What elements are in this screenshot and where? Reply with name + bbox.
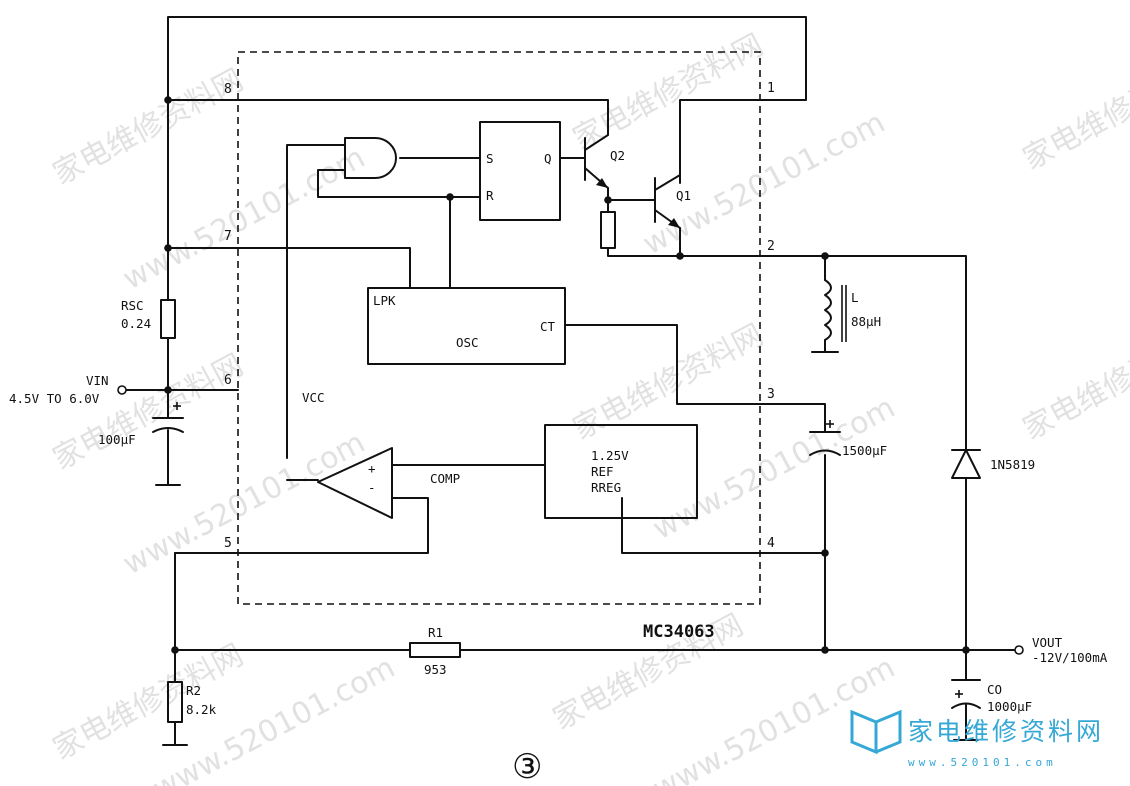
figure-number: ③	[512, 747, 542, 786]
timing-capacitor	[809, 420, 841, 456]
pin-8-label: 8	[224, 82, 232, 97]
pin-6-label: 6	[224, 373, 232, 388]
reference-block	[544, 424, 698, 519]
inductor-name: L	[851, 290, 859, 305]
r2-resistor	[167, 681, 183, 723]
q2-label: Q2	[610, 148, 625, 163]
pin-2-label: 2	[767, 239, 775, 254]
input-capacitor	[152, 402, 184, 486]
vout-name: VOUT	[1032, 635, 1063, 650]
co-name: CO	[987, 682, 1002, 697]
watermark-cn: 家电维修资料网	[1017, 48, 1130, 177]
latch-r-label: R	[486, 188, 494, 203]
r2-name: R2	[186, 683, 201, 698]
pin-7-label: 7	[224, 229, 232, 244]
osc-ipk-label: LPK	[373, 293, 396, 308]
rreg-label: RREG	[591, 480, 621, 495]
vout-value: -12V/100mA	[1032, 650, 1108, 665]
cin-value: 100µF	[98, 432, 136, 447]
watermark-url: www.520101.com	[117, 140, 371, 297]
sr-latch	[479, 121, 561, 221]
watermark-url: www.520101.com	[647, 390, 901, 547]
watermark-layer: 家电维修资料网 www.520101.com 家电维修资料网 www.52010…	[47, 28, 1130, 786]
q2-transistor	[584, 134, 609, 189]
comp-minus-label: -	[368, 480, 376, 495]
vin-range: 4.5V TO 6.0V	[9, 391, 100, 406]
q1-transistor	[654, 174, 681, 229]
comp-label: COMP	[430, 471, 460, 486]
r2-value: 8.2k	[186, 702, 217, 717]
wiring	[125, 16, 1015, 746]
logo-text: 家电维修资料网	[908, 717, 1104, 746]
vin-terminal	[117, 385, 127, 395]
osc-label: OSC	[456, 335, 479, 350]
ct-value: 1500µF	[842, 443, 887, 458]
r1-name: R1	[428, 625, 443, 640]
watermark-url: www.520101.com	[117, 425, 371, 582]
output-capacitor	[951, 679, 981, 741]
junction-dots	[164, 96, 970, 654]
watermark-cn: 家电维修资料网	[47, 63, 249, 192]
book-icon	[850, 709, 902, 755]
ref-voltage-label: 1.25V	[591, 448, 629, 463]
watermark-cn: 家电维修资料网	[1017, 318, 1130, 447]
pin-1-label: 1	[767, 81, 775, 96]
latch-q-label: Q	[544, 151, 552, 166]
vcc-label: VCC	[302, 390, 325, 405]
rsc-resistor	[160, 299, 176, 339]
pin-5-label: 5	[224, 536, 232, 551]
latch-s-label: S	[486, 151, 494, 166]
chip-outline	[237, 51, 761, 605]
oscillator-block	[367, 287, 566, 365]
q1-label: Q1	[676, 188, 691, 203]
osc-ct-label: CT	[540, 319, 556, 334]
pin-3-label: 3	[767, 387, 775, 402]
co-value: 1000µF	[987, 699, 1032, 714]
inductor-value: 88µH	[851, 314, 881, 329]
r1-resistor	[409, 642, 461, 658]
watermark-cn: 家电维修资料网	[567, 318, 769, 447]
logo-url: www.520101.com	[908, 756, 1057, 769]
pin-4-label: 4	[767, 536, 775, 551]
watermark-cn: 家电维修资料网	[567, 28, 769, 157]
r1-value: 953	[424, 662, 447, 677]
comp-plus-label: +	[368, 461, 376, 476]
diode	[951, 449, 981, 479]
and-gate	[344, 137, 397, 179]
chip-name: MC34063	[643, 622, 715, 642]
site-logo: 家电维修资料网 www.520101.com	[850, 709, 1104, 769]
vout-terminal	[1014, 645, 1024, 655]
internal-resistor	[600, 211, 616, 249]
inductor	[811, 279, 847, 353]
ref-label: REF	[591, 464, 614, 479]
vin-name: VIN	[86, 373, 109, 388]
watermark-cn: 家电维修资料网	[47, 348, 249, 477]
diode-label: 1N5819	[990, 457, 1035, 472]
rsc-name: RSC	[121, 298, 144, 313]
watermark-url: www.520101.com	[637, 105, 891, 262]
comparator	[317, 447, 393, 519]
rsc-value: 0.24	[121, 316, 151, 331]
